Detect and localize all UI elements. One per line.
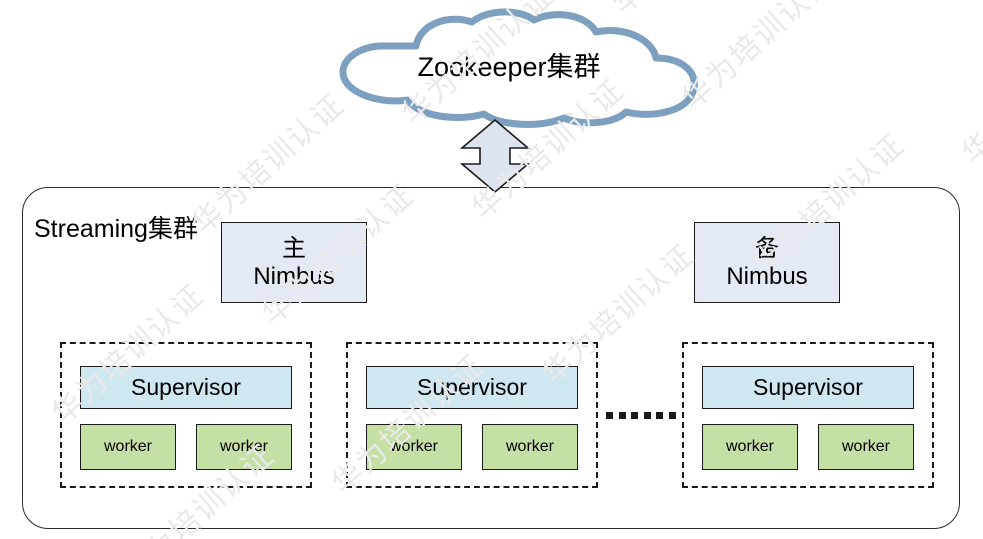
nimbus-standby-node[interactable]: 备 Nimbus: [694, 222, 840, 303]
ellipsis-dot: [668, 411, 676, 419]
streaming-cluster-label: Streaming集群: [34, 215, 198, 243]
nimbus-primary-node[interactable]: 主 Nimbus: [221, 222, 367, 303]
group-ellipsis: [606, 409, 676, 421]
watermark-text: 华为培训认证: [955, 17, 983, 172]
double-headed-arrow-up-down-icon: [458, 118, 532, 194]
worker-row: worker worker: [366, 424, 578, 470]
ellipsis-dot: [618, 411, 626, 419]
watermark-text: 华为培训认证: [880, 0, 983, 8]
cloud-icon: [339, 8, 698, 128]
supervisor-box[interactable]: Supervisor: [702, 366, 914, 409]
nimbus-standby-role: 备: [755, 234, 779, 263]
ellipsis-dot: [606, 411, 613, 419]
supervisor-box[interactable]: Supervisor: [80, 366, 292, 409]
zookeeper-cloud: Zookeeper集群: [296, 8, 716, 128]
ellipsis-dot: [643, 411, 651, 419]
supervisor-box[interactable]: Supervisor: [366, 366, 578, 409]
worker-row: worker worker: [702, 424, 914, 470]
worker-box[interactable]: worker: [818, 424, 914, 470]
supervisor-group[interactable]: Supervisor worker worker: [60, 342, 312, 488]
worker-box[interactable]: worker: [702, 424, 798, 470]
worker-box[interactable]: worker: [196, 424, 292, 470]
worker-row: worker worker: [80, 424, 292, 470]
worker-box[interactable]: worker: [366, 424, 462, 470]
nimbus-primary-role: 主: [282, 234, 306, 263]
ellipsis-dot: [656, 411, 664, 419]
worker-box[interactable]: worker: [482, 424, 578, 470]
supervisor-group[interactable]: Supervisor worker worker: [346, 342, 598, 488]
worker-box[interactable]: worker: [80, 424, 176, 470]
supervisor-group[interactable]: Supervisor worker worker: [682, 342, 934, 488]
ellipsis-dot: [631, 411, 639, 419]
zookeeper-cloud-label: Zookeeper集群: [417, 51, 601, 82]
nimbus-standby-name: Nimbus: [726, 262, 808, 290]
nimbus-primary-name: Nimbus: [253, 262, 335, 290]
